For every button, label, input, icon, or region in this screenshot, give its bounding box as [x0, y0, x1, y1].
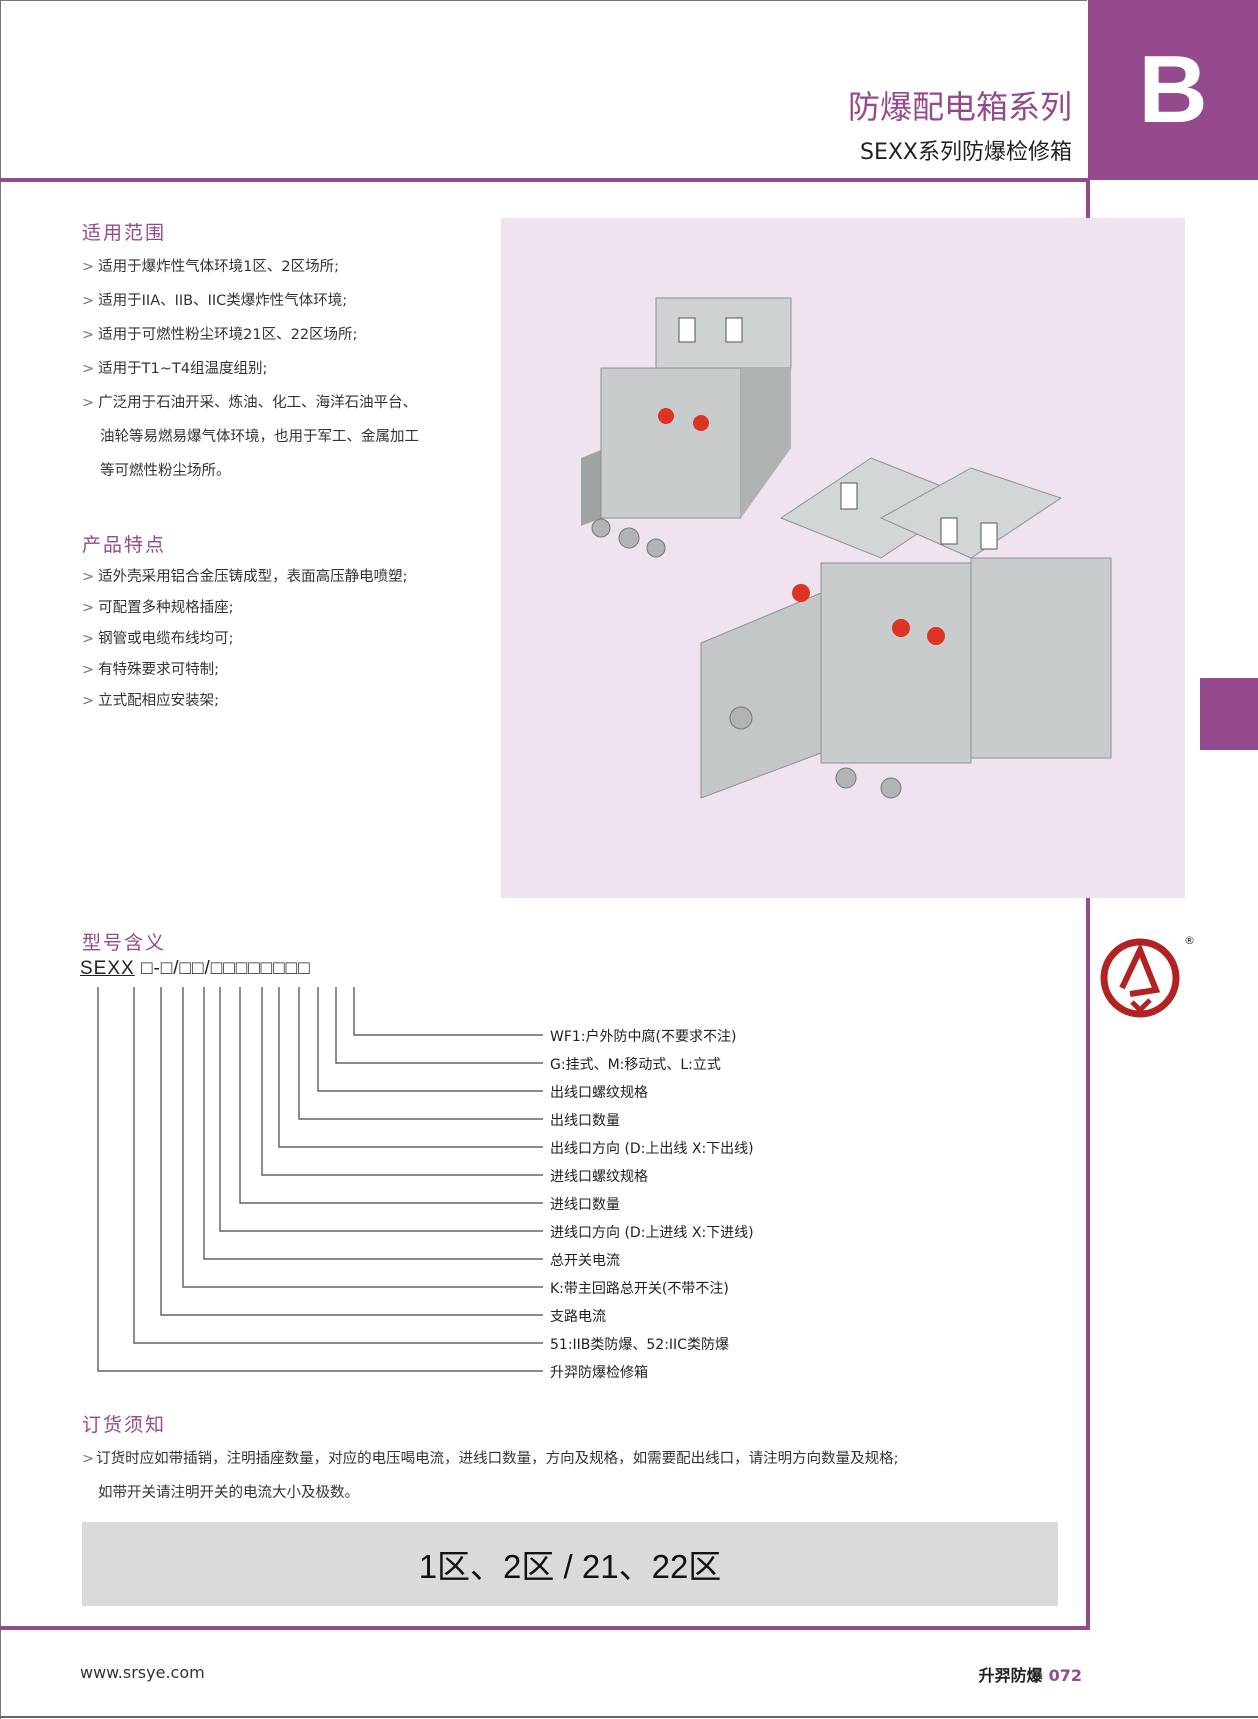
legend-item: 总开关电流	[550, 1253, 620, 1269]
product-photo	[501, 218, 1185, 898]
legend-item: 支路电流	[550, 1309, 606, 1325]
footer-url[interactable]: www.srsye.com	[80, 1663, 205, 1682]
order-line-2: 如带开关请注明开关的电流大小及极数。	[98, 1485, 359, 1501]
section-tab: B	[1088, 0, 1258, 180]
legend-item: 进线口螺纹规格	[550, 1169, 648, 1185]
list-item: >适用于爆炸性气体环境1区、2区场所;	[82, 259, 339, 275]
legend-item: 出线口螺纹规格	[550, 1085, 648, 1101]
model-prefix: SEXX	[80, 958, 135, 979]
list-item-continuation: 等可燃性粉尘场所。	[100, 463, 231, 479]
list-item: >适用于T1~T4组温度组别;	[82, 361, 268, 377]
side-tab-marker	[1200, 678, 1258, 750]
large-enclosure	[700, 457, 1112, 799]
leader-line	[353, 987, 543, 1036]
divider-bottom	[0, 1626, 1090, 1630]
list-item: >适用于IIA、IIB、IIC类爆炸性气体环境;	[82, 293, 348, 309]
leader-line	[261, 987, 543, 1176]
section-letter: B	[1138, 36, 1208, 143]
features-title: 产品特点	[82, 534, 167, 556]
series-subtitle: SEXX系列防爆检修箱	[859, 140, 1072, 165]
leader-line	[133, 987, 543, 1344]
enclosure-illustration	[581, 297, 1112, 799]
leader-line	[335, 987, 543, 1064]
zone-banner: 1区、2区 / 21、22区	[82, 1522, 1058, 1606]
leader-line	[317, 987, 543, 1092]
model-title: 型号含义	[82, 932, 167, 954]
list-item: >可配置多种规格插座;	[82, 600, 234, 616]
list-item: >广泛用于石油开采、炼油、化工、海洋石油平台、	[82, 395, 418, 411]
legend-item: 进线口数量	[550, 1197, 620, 1213]
model-code-boxes: □-□/□□/□□□□□□□□	[134, 958, 311, 979]
legend-item: WF1:户外防中腐(不要求不注)	[550, 1029, 737, 1045]
leader-line	[160, 987, 543, 1316]
brand-logo: ®	[1100, 934, 1195, 1018]
legend-item: G:挂式、M:移动式、L:立式	[550, 1057, 721, 1073]
page-frame-top	[0, 0, 1087, 1]
order-title: 订货须知	[82, 1414, 167, 1436]
leader-line	[97, 987, 543, 1372]
legend-item: K:带主回路总开关(不带不注)	[550, 1281, 729, 1297]
divider-top	[0, 178, 1090, 182]
leader-line	[182, 987, 543, 1288]
list-item: >有特殊要求可特制;	[82, 662, 220, 678]
list-item-continuation: 油轮等易燃易爆气体环境，也用于军工、金属加工	[100, 429, 419, 445]
svg-text:®: ®	[1184, 934, 1195, 947]
leader-line	[239, 987, 543, 1204]
model-diagram-lines	[97, 987, 543, 1372]
list-item: >适外壳采用铝合金压铸成型，表面高压静电喷塑;	[82, 569, 408, 585]
list-item: >适用于可燃性粉尘环境21区、22区场所;	[82, 327, 358, 343]
divider-right	[1086, 180, 1090, 1630]
list-item: >立式配相应安装架;	[82, 693, 220, 709]
page-frame-left	[0, 0, 1, 1719]
list-item: >钢管或电缆布线均可;	[82, 631, 234, 647]
leader-line	[278, 987, 543, 1148]
small-enclosure	[581, 297, 792, 558]
features-list: >适外壳采用铝合金压铸成型，表面高压静电喷塑; >可配置多种规格插座; >钢管或…	[82, 562, 408, 717]
legend-item: 出线口数量	[550, 1113, 620, 1129]
leader-line	[298, 987, 543, 1120]
page-number: 072	[1048, 1666, 1082, 1685]
series-title: 防爆配电箱系列	[847, 88, 1072, 126]
leader-line	[219, 987, 543, 1232]
legend-item: 进线口方向 (D:上进线 X:下进线)	[550, 1225, 754, 1241]
page-frame-bottom	[0, 1716, 1258, 1718]
legend-item: 51:IIB类防爆、52:IIC类防爆	[550, 1337, 729, 1353]
scope-list: >适用于爆炸性气体环境1区、2区场所; >适用于IIA、IIB、IIC类爆炸性气…	[82, 250, 419, 488]
order-line-1: >订货时应如带插销，注明插座数量，对应的电压喝电流，进线口数量，方向及规格，如需…	[82, 1451, 899, 1467]
scope-title: 适用范围	[82, 222, 167, 244]
legend-item: 升羿防爆检修箱	[550, 1365, 648, 1381]
model-code: SEXX □-□/□□/□□□□□□□□	[80, 958, 311, 980]
leader-line	[203, 987, 543, 1260]
zone-text: 1区、2区 / 21、22区	[418, 1548, 722, 1585]
legend-item: 出线口方向 (D:上出线 X:下出线)	[550, 1141, 754, 1157]
